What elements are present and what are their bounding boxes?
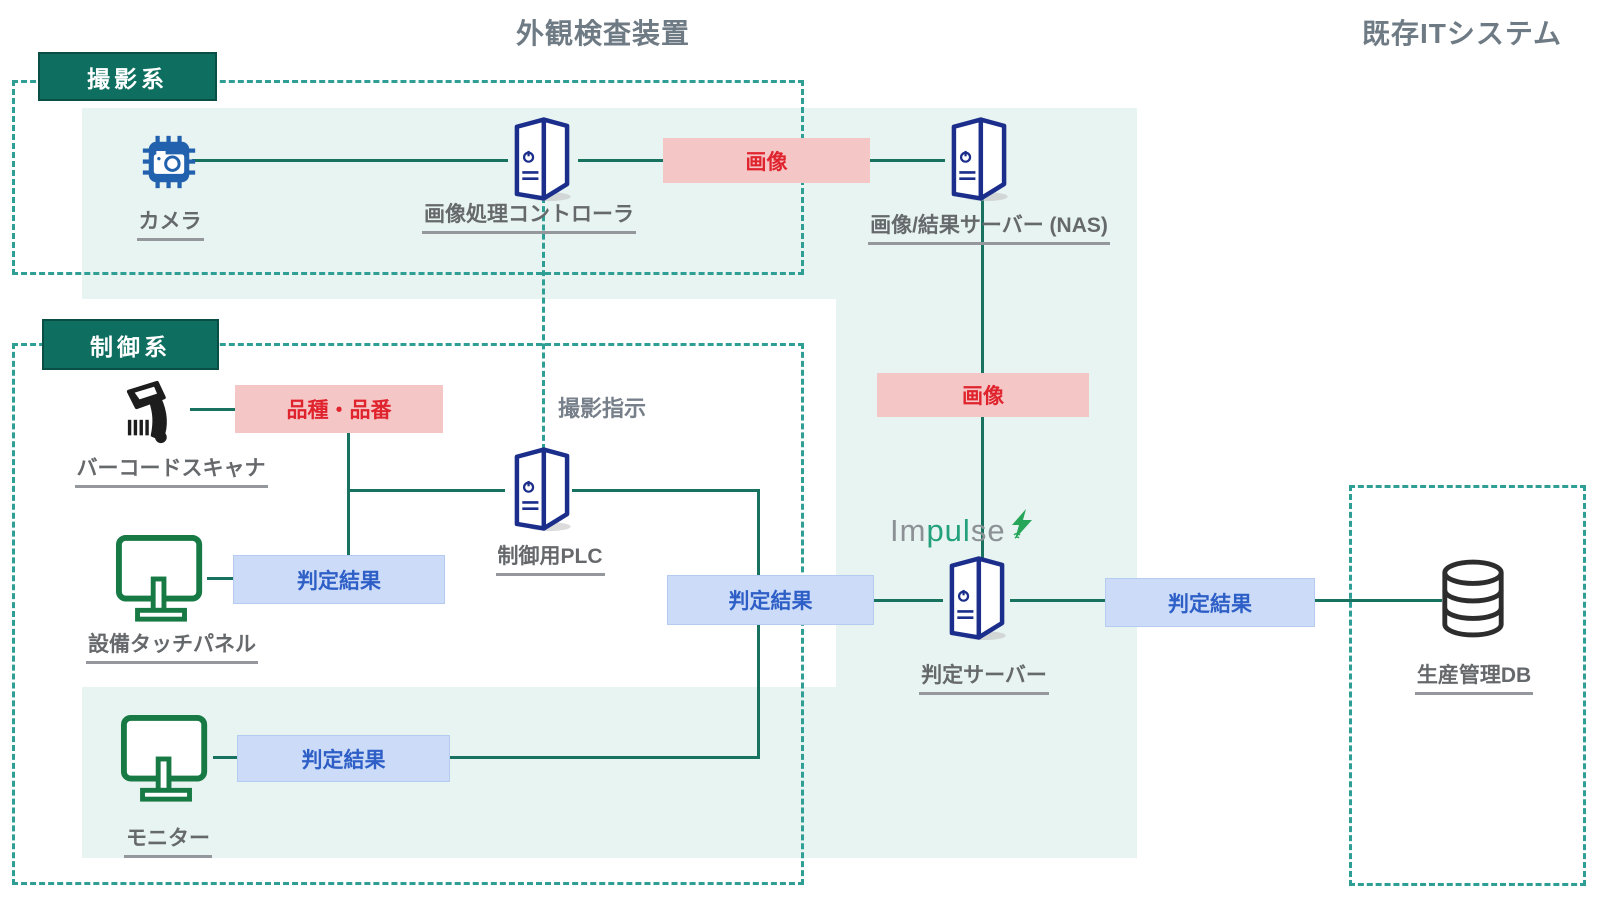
production-db-label: 生産管理DB: [1384, 659, 1564, 695]
nas-label: 画像/結果サーバー (NAS): [839, 209, 1139, 245]
camera-label: カメラ: [95, 205, 245, 241]
flow-result-center: 判定結果: [667, 575, 874, 625]
image-controller-label: 画像処理コントローラ: [399, 198, 659, 234]
imaging-zone-tag: 撮影系: [38, 52, 217, 101]
title-existing-it-system: 既存ITシステム: [1361, 18, 1563, 49]
existing-db-zone-border: [1349, 485, 1586, 886]
monitor-label: モニター: [98, 822, 238, 858]
flow-image-top: 画像: [663, 138, 870, 183]
connector-touchpanel-result: [207, 577, 233, 580]
flow-image-mid: 画像: [877, 373, 1089, 417]
impulse-logo-suffix: se: [970, 513, 1006, 548]
touch-panel-icon: [115, 533, 209, 630]
impulse-logo-highlight: pul: [926, 513, 971, 548]
connector-junction-plc: [347, 489, 505, 492]
connector-scanner-product: [190, 408, 235, 411]
connector-plc-right: [572, 489, 760, 492]
flow-shoot-instruction: 撮影指示: [558, 396, 647, 421]
connector-resultdb-db: [1313, 599, 1442, 602]
database-icon: [1438, 558, 1508, 645]
flow-result-db: 判定結果: [1105, 578, 1315, 627]
impulse-lightning-icon: [1011, 509, 1032, 539]
connector-monitor-result: [213, 756, 237, 759]
title-inspection-system: 外観検査装置: [515, 18, 690, 49]
barcode-scanner-icon: [124, 379, 192, 452]
monitor-icon: [120, 713, 214, 810]
connector-controller-plc-dashed: [542, 197, 545, 450]
connector-resultmonitor-trunk: [448, 756, 760, 759]
connector-image-nas: [870, 159, 945, 162]
plc-server-icon: [504, 446, 580, 537]
flow-result-monitor: 判定結果: [237, 735, 450, 782]
connector-resultcenter-judgeserver: [872, 599, 943, 602]
flow-result-touch: 判定結果: [233, 555, 445, 604]
image-controller-server-icon: [504, 116, 580, 207]
connector-judgeserver-resultdb: [1010, 599, 1105, 602]
connector-camera-controller: [192, 159, 508, 162]
nas-server-icon: [941, 116, 1017, 207]
judge-server-label: 判定サーバー: [894, 659, 1074, 695]
flow-product-info: 品種・品番: [235, 385, 443, 433]
barcode-scanner-label: バーコードスキャナ: [51, 452, 291, 488]
control-zone-tag: 制御系: [42, 319, 219, 370]
connector-product-down: [347, 433, 350, 555]
plc-label: 制御用PLC: [470, 540, 630, 576]
camera-icon: [142, 135, 196, 194]
judge-server-icon: [939, 555, 1015, 646]
connector-controller-image: [578, 159, 663, 162]
impulse-logo-prefix: Im: [890, 513, 927, 548]
touch-panel-label: 設備タッチパネル: [62, 628, 282, 664]
